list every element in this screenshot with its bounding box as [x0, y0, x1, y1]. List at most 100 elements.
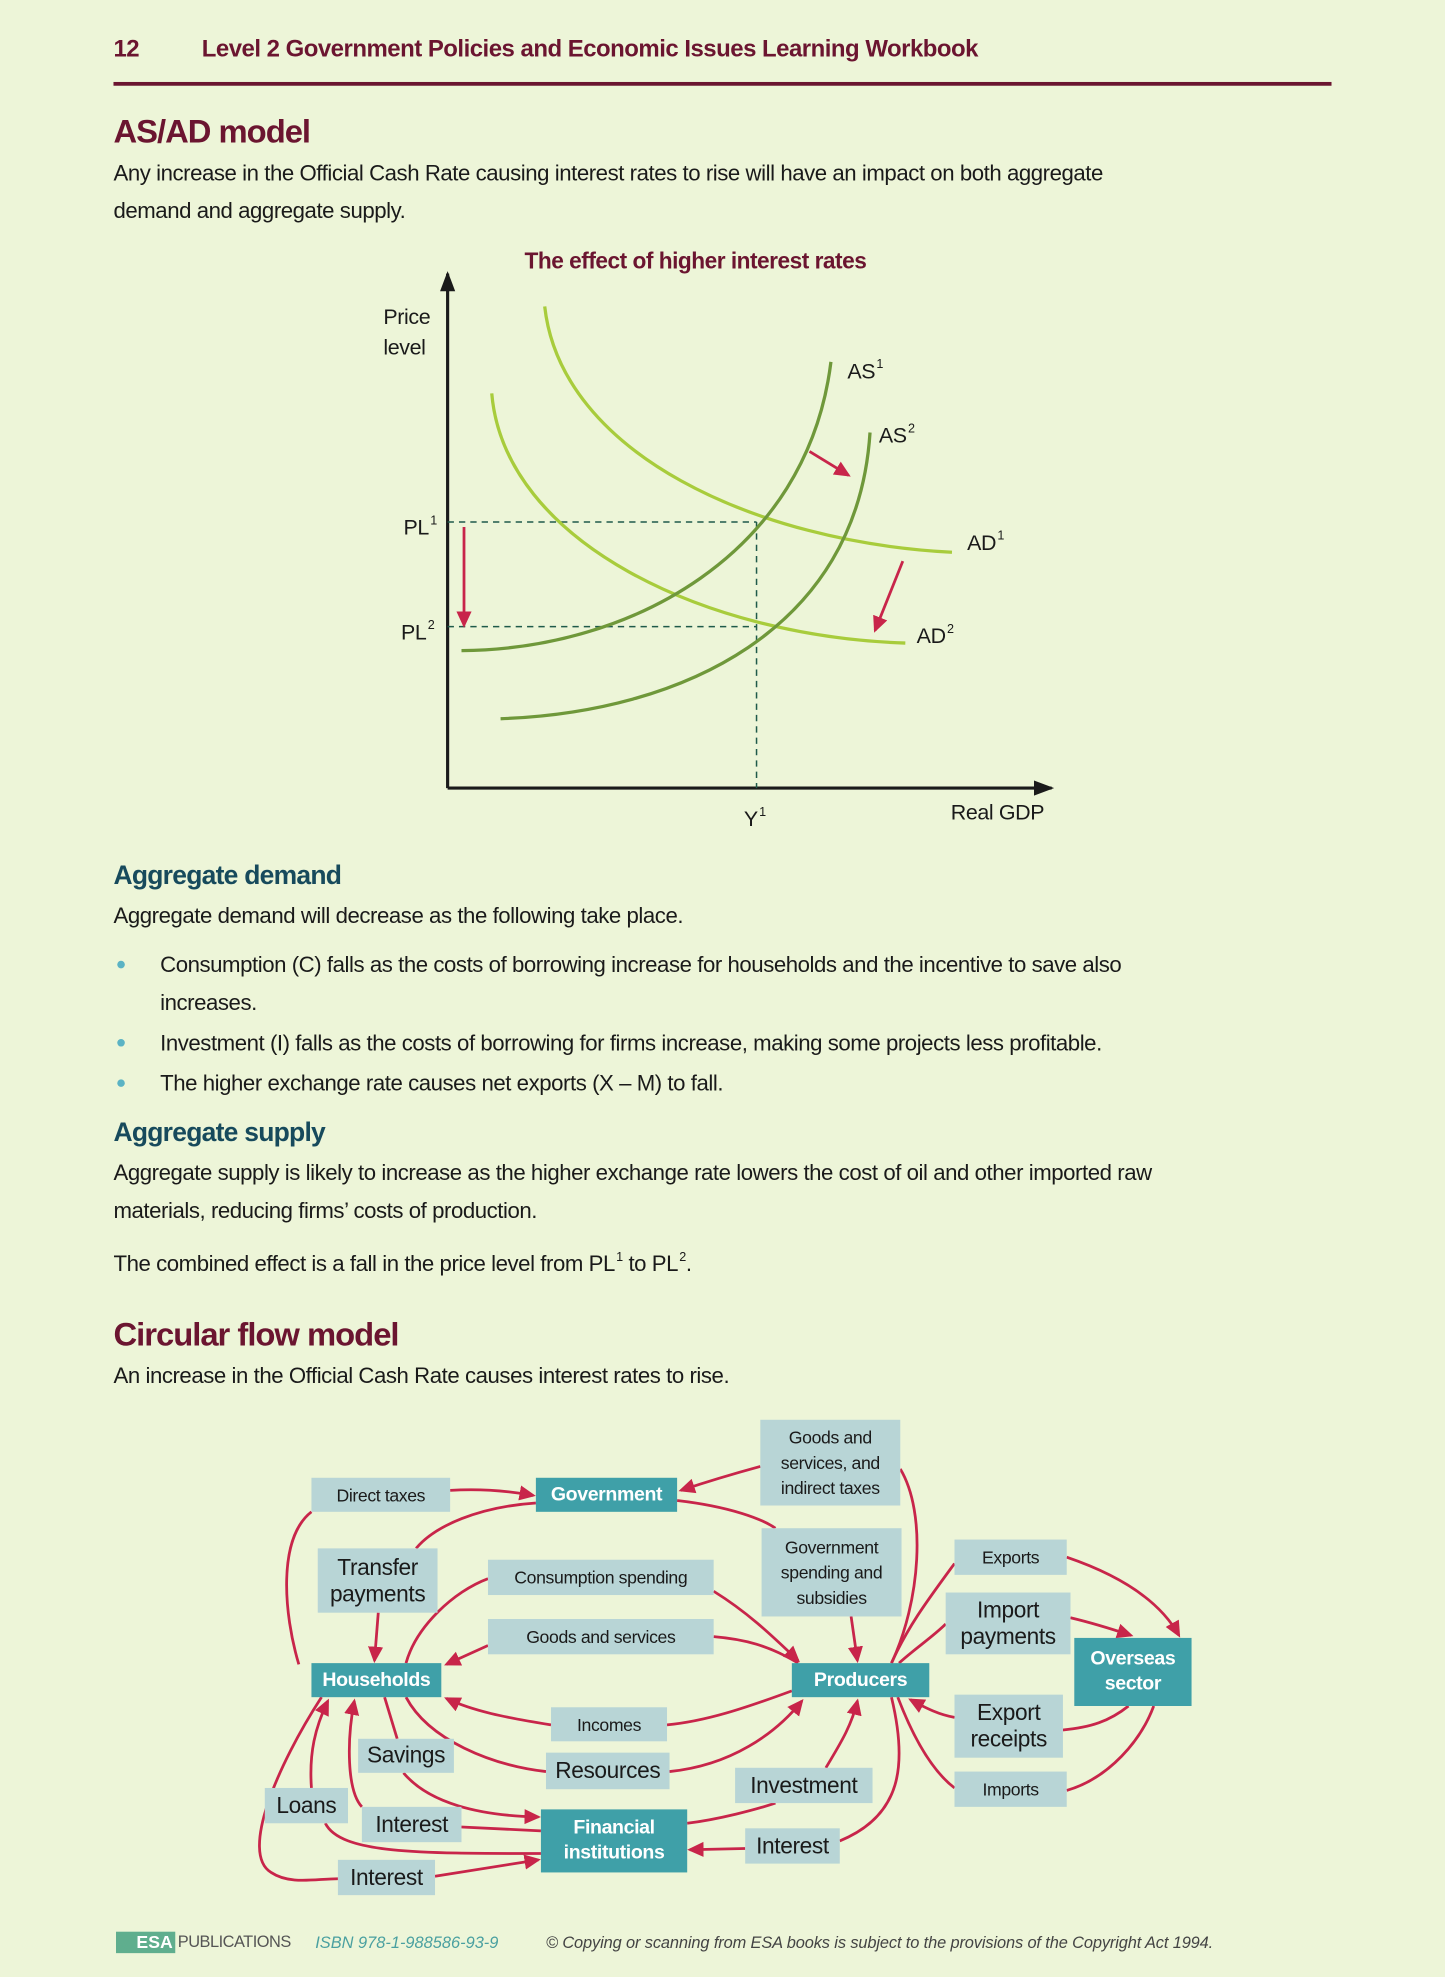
pl2-sup: 2 [427, 619, 435, 633]
flow-savings: Savings [358, 1738, 454, 1773]
bullet-text: Consumption (C) falls as the costs of bo… [160, 951, 1122, 978]
sector-producers: Producers [791, 1663, 930, 1698]
bullet-icon [117, 1079, 125, 1087]
x-axis-label: Real GDP [950, 800, 1045, 825]
sector-government: Government [535, 1477, 678, 1512]
sector-households: Households [311, 1663, 442, 1698]
heading-aggregate-demand: Aggregate demand [113, 861, 342, 891]
box-line: Import [977, 1596, 1040, 1623]
combined-text: . [685, 1250, 692, 1277]
section-heading-asad: AS/AD model [113, 112, 311, 151]
box-line: receipts [970, 1726, 1047, 1752]
esa-logo: ESA [116, 1931, 176, 1954]
pl1-sup: 1 [430, 514, 437, 529]
combined-text: The combined effect is a fall in the pri… [113, 1250, 615, 1277]
flow-loans: Loans [264, 1787, 349, 1824]
box-line: Overseas [1090, 1647, 1176, 1670]
ad-intro: Aggregate demand will decrease as the fo… [113, 902, 684, 929]
box-line: services, and [780, 1452, 880, 1473]
y1-label: Y1 [744, 798, 766, 835]
flow-imports: Imports [954, 1771, 1067, 1807]
pl1-label: PL1 [403, 507, 437, 544]
isbn: ISBN 978-1-988586-93-9 [315, 1932, 499, 1952]
flow-interest-producers: Interest [745, 1828, 840, 1864]
pl2-label: PL2 [400, 612, 435, 649]
y-axis-label: Price [383, 305, 431, 330]
ad1-text: AD [967, 530, 997, 555]
as1-curve [461, 361, 833, 653]
box-line: sector [1104, 1673, 1162, 1695]
as1-label: AS1 [847, 351, 883, 388]
as2-label: AS2 [879, 415, 915, 452]
ad1-curve [543, 306, 953, 554]
flow-exports: Exports [954, 1539, 1067, 1575]
ad1-sup: 1 [997, 529, 1005, 544]
sup: 1 [616, 1250, 623, 1265]
ad2-label: AD2 [917, 615, 954, 652]
box-line: payments [329, 1580, 426, 1606]
box-line: payments [960, 1623, 1056, 1649]
y1-text: Y [743, 806, 758, 831]
box-line: Goods and [788, 1427, 872, 1448]
y1-sup: 1 [759, 805, 766, 820]
flow-goods-and-services: Goods and services [487, 1618, 714, 1655]
ad2-sup: 2 [946, 622, 954, 637]
pl2-text: PL [400, 620, 427, 645]
flow-direct-taxes: Direct taxes [311, 1477, 451, 1512]
pl1-text: PL [403, 515, 429, 540]
figure-title: The effect of higher interest rates [524, 248, 867, 274]
intro-line: demand and aggregate supply. [113, 197, 406, 224]
sup: 2 [679, 1250, 686, 1265]
bullet-icon [117, 960, 125, 969]
ad-shift-arrow [873, 560, 905, 633]
combined-effect: The combined effect is a fall in the pri… [113, 1243, 692, 1278]
ad2-text: AD [916, 624, 946, 649]
box-line: Transfer [337, 1554, 418, 1580]
as2-curve [500, 432, 872, 721]
flow-goods-services-indirect-taxes: Goods and services, and indirect taxes [760, 1419, 901, 1506]
as-text: materials, reducing firms’ costs of prod… [113, 1197, 538, 1224]
flow-interest-households: Interest [361, 1806, 462, 1843]
box-line: Government [784, 1537, 879, 1558]
flow-incomes: Incomes [551, 1707, 668, 1742]
sector-financial-institutions: Financial institutions [540, 1809, 688, 1873]
box-line: spending and [780, 1562, 883, 1583]
ad1-label: AD1 [967, 522, 1004, 559]
book-title: Level 2 Government Policies and Economic… [201, 36, 979, 64]
section-heading-circular-flow: Circular flow model [113, 1315, 399, 1353]
bullet-text: The higher exchange rate causes net expo… [160, 1070, 724, 1096]
box-line: indirect taxes [780, 1477, 880, 1498]
ad2-curve [490, 393, 906, 645]
box-line: Financial [573, 1816, 655, 1839]
combined-text: to PL [622, 1250, 679, 1277]
copyright-notice: © Copying or scanning from ESA books is … [545, 1932, 1214, 1952]
as-shift-arrow [808, 450, 851, 477]
as1-text: AS [847, 359, 876, 384]
sector-overseas: Overseas sector [1074, 1637, 1192, 1706]
box-line: Export [977, 1699, 1041, 1725]
box-line: subsidies [796, 1587, 867, 1608]
as2-sup: 2 [907, 422, 915, 437]
page-number: 12 [113, 36, 140, 64]
flow-investment: Investment [735, 1767, 873, 1804]
as2-text: AS [878, 423, 907, 448]
circular-flow-intro: An increase in the Official Cash Rate ca… [113, 1363, 730, 1389]
intro-line: Any increase in the Official Cash Rate c… [113, 160, 1103, 186]
circular-flow-arrows [258, 1465, 1181, 1882]
box-line: institutions [563, 1842, 665, 1864]
flow-resources: Resources [545, 1752, 670, 1790]
bullet-text: increases. [160, 989, 257, 1016]
publisher-name: PUBLICATIONS [177, 1931, 291, 1951]
flow-interest-bottom: Interest [337, 1859, 436, 1896]
y-axis-label: level [383, 335, 426, 360]
as1-sup: 1 [876, 358, 884, 372]
bullet-icon [117, 1038, 125, 1047]
header-rule [113, 81, 1332, 86]
flow-consumption-spending: Consumption spending [487, 1559, 714, 1596]
heading-aggregate-supply: Aggregate supply [113, 1118, 326, 1148]
